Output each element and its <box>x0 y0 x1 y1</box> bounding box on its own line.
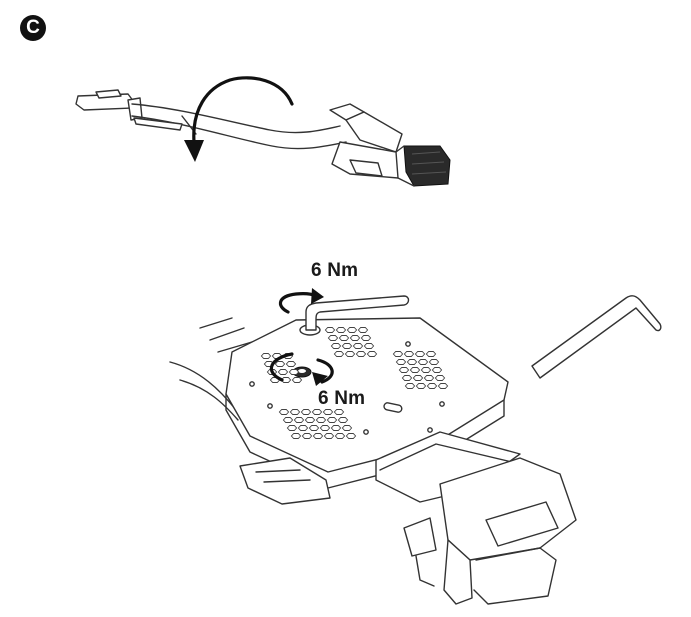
plate-hole <box>423 375 435 381</box>
plate-hole <box>277 369 289 375</box>
plate-hole <box>344 351 356 357</box>
plate-hole <box>412 375 424 381</box>
plate-hole <box>335 327 347 333</box>
plate-hole <box>417 359 429 365</box>
plate-hole <box>289 409 301 415</box>
plate-hole <box>428 359 440 365</box>
plate-hole <box>260 353 272 359</box>
plate-hole <box>352 343 364 349</box>
fork-mount-assembly <box>169 317 577 605</box>
plate-hole <box>286 425 298 431</box>
plate-hole <box>315 417 327 423</box>
plate-hole <box>330 425 342 431</box>
plate-hole <box>278 409 290 415</box>
plate-hole <box>288 369 300 375</box>
plate-hole <box>355 351 367 357</box>
plate-hole <box>337 417 349 423</box>
plate-hole <box>420 367 432 373</box>
plate-hole <box>403 351 415 357</box>
plate-hole <box>293 417 305 423</box>
plate-hole <box>290 433 302 439</box>
plate-hole <box>324 327 336 333</box>
plate-hole <box>319 425 331 431</box>
plate-hole <box>392 351 404 357</box>
tighten-arrow-icon <box>269 288 334 386</box>
plate-hole <box>323 433 335 439</box>
plate-hole <box>282 417 294 423</box>
plate-hole <box>341 425 353 431</box>
plate-hole <box>346 327 358 333</box>
bike-carrier-arm <box>75 89 451 187</box>
plate-hole <box>326 417 338 423</box>
plate-hole <box>425 351 437 357</box>
plate-hole <box>409 367 421 373</box>
plate-hex-pattern <box>260 327 449 439</box>
plate-hole <box>300 409 312 415</box>
plate-hole <box>274 361 286 367</box>
rotate-arrow-icon <box>184 76 294 162</box>
plate-hole <box>398 367 410 373</box>
plate-hole <box>360 335 372 341</box>
plate-hole <box>301 433 313 439</box>
plate-hole <box>437 383 449 389</box>
hex-key-icon <box>531 295 662 379</box>
plate-hole <box>304 417 316 423</box>
plate-hole <box>349 335 361 341</box>
plate-hole <box>363 343 375 349</box>
plate-hole <box>297 425 309 431</box>
plate-hole <box>395 359 407 365</box>
hex-key-icon <box>305 295 410 331</box>
plate-hole <box>431 367 443 373</box>
plate-hole <box>366 351 378 357</box>
plate-hole <box>415 383 427 389</box>
plate-hole <box>426 383 438 389</box>
plate-hole <box>357 327 369 333</box>
plate-hole <box>334 433 346 439</box>
plate-hole <box>285 361 297 367</box>
plate-hole <box>333 409 345 415</box>
plate-hole <box>322 409 334 415</box>
plate-hole <box>345 433 357 439</box>
plate-hole <box>414 351 426 357</box>
plate-hole <box>434 375 446 381</box>
step-badge: C <box>20 15 46 41</box>
plate-hole <box>327 335 339 341</box>
plate-hole <box>338 335 350 341</box>
plate-hole <box>330 343 342 349</box>
plate-hole <box>291 377 303 383</box>
plate-hole <box>404 383 416 389</box>
plate-hole <box>308 425 320 431</box>
plate-hole <box>341 343 353 349</box>
plate-hole <box>401 375 413 381</box>
plate-hole <box>406 359 418 365</box>
torque-label-bottom: 6 Nm <box>318 388 366 409</box>
plate-hole <box>333 351 345 357</box>
plate-hole <box>312 433 324 439</box>
plate-hole <box>311 409 323 415</box>
torque-label-top: 6 Nm <box>311 260 359 281</box>
